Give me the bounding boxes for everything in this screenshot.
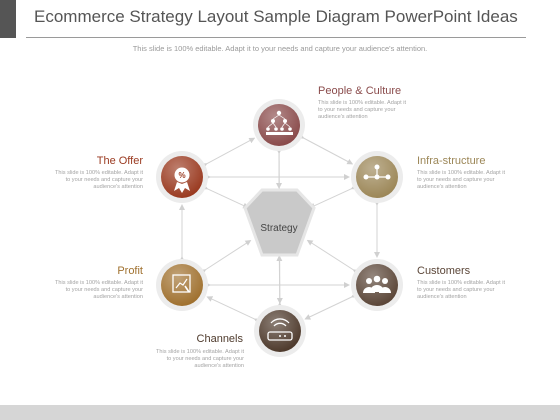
percent-glyph: %	[178, 171, 185, 180]
page-subtitle: This slide is 100% editable. Adapt it to…	[132, 44, 428, 53]
connector-line	[308, 183, 358, 209]
connector-line	[304, 292, 358, 320]
connector-line	[200, 137, 256, 169]
title-accent	[0, 0, 16, 38]
title-divider	[26, 37, 526, 38]
node-customers[interactable]	[351, 259, 403, 311]
footer-band	[0, 405, 560, 420]
desc-infra-structure: This slide is 100% editable. Adapt it to…	[417, 170, 505, 190]
node-profit[interactable]	[156, 259, 208, 311]
label-customers: Customers	[417, 265, 471, 277]
network-icon	[363, 164, 391, 180]
desc-people-culture: This slide is 100% editable. Adapt it to…	[318, 100, 406, 120]
connector-line	[297, 133, 354, 165]
connector-line	[201, 183, 250, 209]
group-icon	[363, 275, 391, 293]
label-people-culture: People & Culture	[318, 85, 402, 97]
connector-line	[199, 239, 252, 275]
label-the-offer: The Offer	[96, 155, 143, 167]
desc-the-offer: This slide is 100% editable. Adapt it to…	[55, 170, 143, 190]
router-icon	[267, 318, 293, 341]
label-channels: Channels	[196, 333, 243, 345]
connector-lines	[179, 133, 380, 324]
center-hexagon[interactable]: Strategy	[243, 188, 316, 257]
label-profit: Profit	[117, 265, 143, 277]
title-bar: Ecommerce Strategy Layout Sample Diagram…	[0, 0, 560, 38]
page-title: Ecommerce Strategy Layout Sample Diagram…	[34, 7, 518, 26]
desc-customers: This slide is 100% editable. Adapt it to…	[417, 280, 505, 300]
connector-line	[206, 296, 261, 324]
org-chart-icon	[266, 110, 293, 135]
chart-icon	[172, 274, 191, 293]
percent-badge-icon: %	[174, 167, 190, 193]
label-infra-structure: Infra-structure	[417, 155, 486, 167]
node-channels[interactable]	[254, 305, 306, 357]
node-infra-structure[interactable]	[351, 151, 403, 203]
node-the-offer[interactable]: %	[156, 151, 208, 203]
node-people-culture[interactable]	[253, 99, 305, 151]
connector-line	[306, 239, 360, 276]
desc-profit: This slide is 100% editable. Adapt it to…	[55, 280, 143, 300]
desc-channels: This slide is 100% editable. Adapt it to…	[156, 349, 244, 369]
center-label: Strategy	[260, 223, 297, 234]
